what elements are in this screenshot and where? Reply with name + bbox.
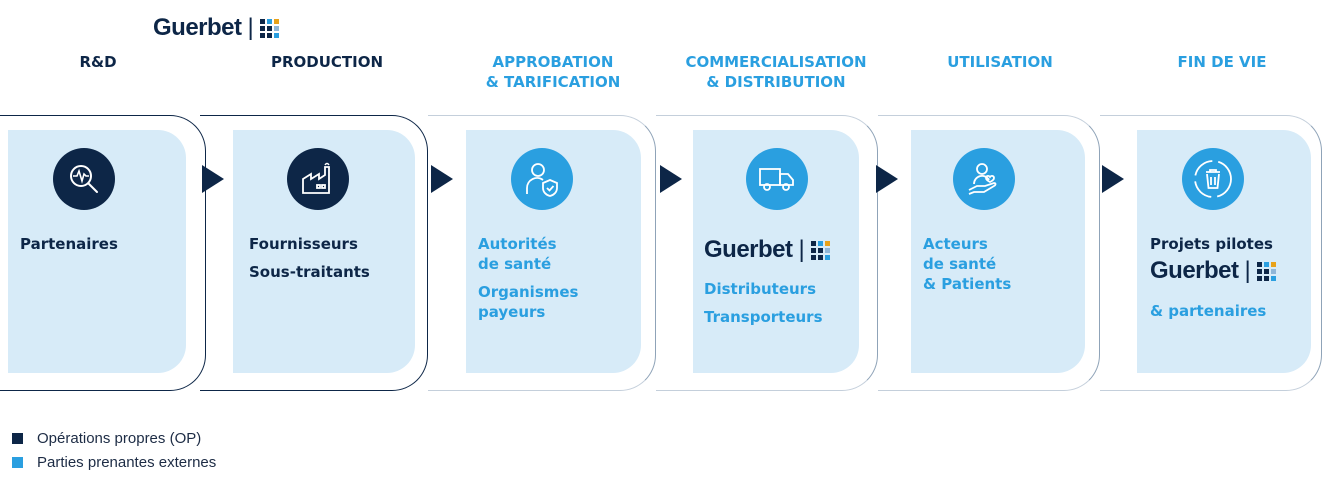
brand-mark-icon [259,18,279,38]
stage-header-approbation: APPROBATION & TARIFICATION [485,53,621,91]
flow-arrow-5 [1102,165,1124,193]
stage-header-utilisation: UTILISATION [947,53,1053,71]
legend-label: Opérations propres (OP) [37,430,202,447]
brand-logo-commercialisation: Guerbet | [704,236,830,264]
brand-logo-fin-de-vie: Guerbet | [1150,257,1276,285]
stage-text-fin-de-vie-title: Projets pilotes [1150,235,1273,253]
flow-arrow-4 [876,165,898,193]
legend-swatch-dark [12,433,23,444]
brand-separator: | [247,14,254,41]
stage-header-fin-de-vie: FIN DE VIE [1177,53,1267,71]
brand-mark-icon [1256,261,1276,281]
stage-frame-approbation [428,115,656,391]
brand-name: Guerbet [153,14,242,41]
legend-swatch-light [12,457,23,468]
stage-frame-commercialisation [656,115,878,391]
legend-item-external: Parties prenantes externes [12,454,216,471]
truck-icon [746,148,808,210]
stage-header-rd: R&D [79,53,117,71]
user-shield-icon [511,148,573,210]
flow-arrow-1 [202,165,224,193]
stage-frame-utilisation [878,115,1100,391]
recycle-bin-icon [1182,148,1244,210]
legend-label: Parties prenantes externes [37,454,217,471]
stage-frame-fin-de-vie [1100,115,1322,391]
stage-text-utilisation: Acteurs de santé & Patients [923,235,1012,293]
stage-text-commercialisation: Distributeurs Transporteurs [704,280,823,326]
stage-text-production: Fournisseurs Sous-traitants [249,235,370,281]
brand-mark-icon [810,240,830,260]
hand-care-icon [953,148,1015,210]
magnifier-pulse-icon [53,148,115,210]
stage-text-approbation: Autorités de santé Organismes payeurs [478,235,579,321]
flow-arrow-3 [660,165,682,193]
legend-item-own-operations: Opérations propres (OP) [12,430,201,447]
stage-header-production: PRODUCTION [270,53,384,71]
brand-logo: Guerbet | [153,14,279,42]
stage-frame-production [200,115,428,391]
factory-icon [287,148,349,210]
flow-arrow-2 [431,165,453,193]
own-operations-frame [0,115,206,391]
stage-text-fin-de-vie: & partenaires [1150,302,1267,320]
stage-header-commercialisation: COMMERCIALISATION & DISTRIBUTION [685,53,867,91]
stage-text-rd: Partenaires [20,235,118,253]
